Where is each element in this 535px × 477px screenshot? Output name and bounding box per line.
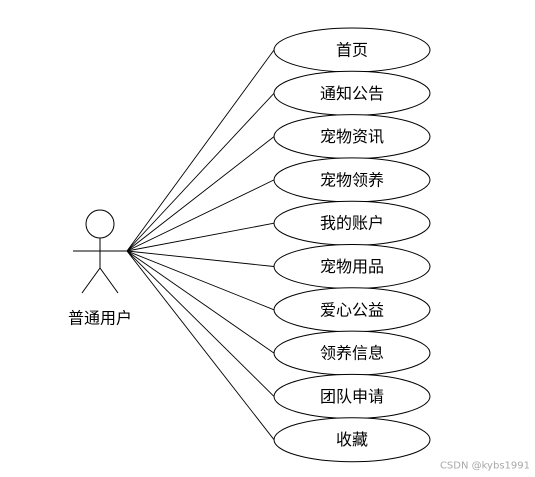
use-case-label: 通知公告 <box>320 84 384 103</box>
use-case-label: 团队申请 <box>320 387 384 406</box>
use-case: 首页 <box>273 27 431 73</box>
association-line <box>126 222 275 252</box>
use-case: 领养信息 <box>273 330 431 376</box>
use-case: 收藏 <box>273 417 431 463</box>
use-case-label: 首页 <box>336 41 368 60</box>
association-lines <box>126 49 275 440</box>
association-line <box>126 250 275 397</box>
use-case: 爱心公益 <box>273 287 431 333</box>
association-line <box>126 250 275 440</box>
use-case: 宠物领养 <box>273 157 431 203</box>
use-case: 通知公告 <box>273 70 431 116</box>
actor-head <box>85 209 115 239</box>
actor-label: 普通用户 <box>68 309 132 328</box>
use-case-label: 爱心公益 <box>320 300 384 319</box>
association-line <box>126 49 275 252</box>
association-line <box>126 136 275 252</box>
use-case: 宠物用品 <box>273 244 431 289</box>
use-case: 宠物资讯 <box>273 114 431 160</box>
use-case-label: 宠物用品 <box>320 257 384 276</box>
association-line <box>126 92 275 252</box>
use-case: 我的账户 <box>273 200 431 246</box>
association-line <box>126 250 275 311</box>
association-line <box>126 250 275 267</box>
actor-stick-figure <box>73 209 127 294</box>
actor-left-leg <box>81 267 101 294</box>
association-line <box>126 179 275 252</box>
use-case-label: 收藏 <box>336 430 368 449</box>
use-case: 团队申请 <box>273 373 431 419</box>
watermark: CSDN @kybs1991 <box>440 461 530 472</box>
actor-right-leg <box>99 267 119 294</box>
use-case-label: 我的账户 <box>320 214 384 233</box>
use-case-ellipse <box>273 417 431 463</box>
association-line <box>126 250 275 354</box>
use-case-label: 宠物领养 <box>320 170 384 189</box>
use-case-label: 宠物资讯 <box>320 127 384 146</box>
use-case-label: 领养信息 <box>320 344 384 363</box>
